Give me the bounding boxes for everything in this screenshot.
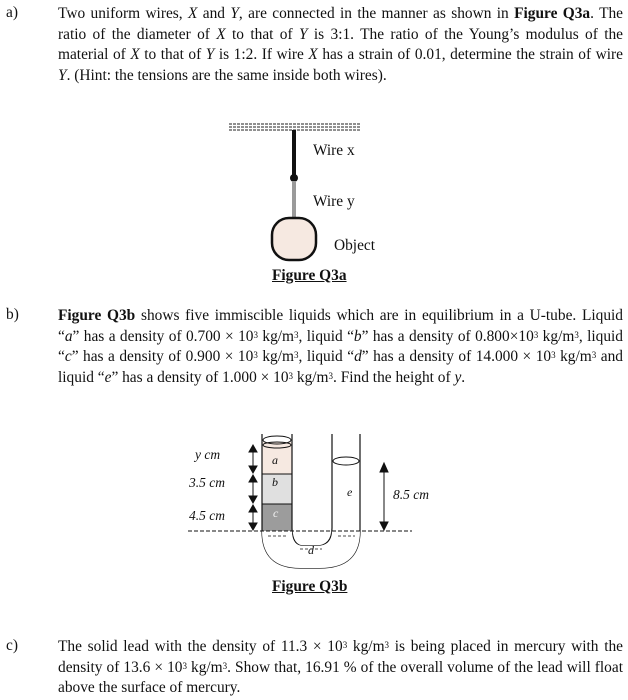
figure-q3b-utube [188, 434, 412, 569]
wire-x-label: Wire x [313, 142, 355, 159]
hanging-object [270, 216, 318, 262]
question-a-label: a) [6, 4, 18, 21]
question-a-text: Two uniform wires, X and Y, are connecte… [58, 5, 624, 84]
object-label: Object [334, 237, 376, 254]
wire-joint [290, 174, 298, 182]
question-c-label: c) [6, 637, 18, 654]
label-y-cm: y cm [195, 447, 221, 462]
liquid-c-label: c [273, 506, 279, 520]
figure-q3a-ref: Figure Q3a [514, 5, 591, 22]
liquid-e-label: e [347, 485, 353, 499]
figure-q3b-ref: Figure Q3b [58, 307, 136, 324]
figure-q3b-caption: Figure Q3b [272, 578, 348, 595]
liquid-a-label: a [272, 453, 278, 467]
figure-q3a-caption: Figure Q3a [272, 267, 347, 284]
ceiling-support [229, 123, 360, 131]
label-8-5-cm: 8.5 cm [393, 487, 429, 502]
liquid-b-label: b [272, 475, 278, 489]
figure-q3a-diagram [229, 123, 360, 262]
wire-y-label: Wire y [313, 193, 355, 210]
liquid-e-surface [332, 456, 360, 466]
question-b-label: b) [6, 306, 19, 323]
label-4-5-cm: 4.5 cm [189, 508, 225, 523]
dimension-arrows-left [248, 443, 258, 532]
question-b-text: Figure Q3b shows five immiscible liquids… [58, 307, 623, 386]
label-3-5-cm: 3.5 cm [189, 475, 225, 490]
liquid-d-label: d [308, 543, 314, 557]
liquid-d [262, 531, 360, 568]
liquid-b [262, 474, 292, 504]
question-c-text: The solid lead with the density of 11.3 … [58, 638, 623, 697]
dimension-arrow-right [379, 461, 389, 532]
liquid-c [262, 504, 292, 531]
